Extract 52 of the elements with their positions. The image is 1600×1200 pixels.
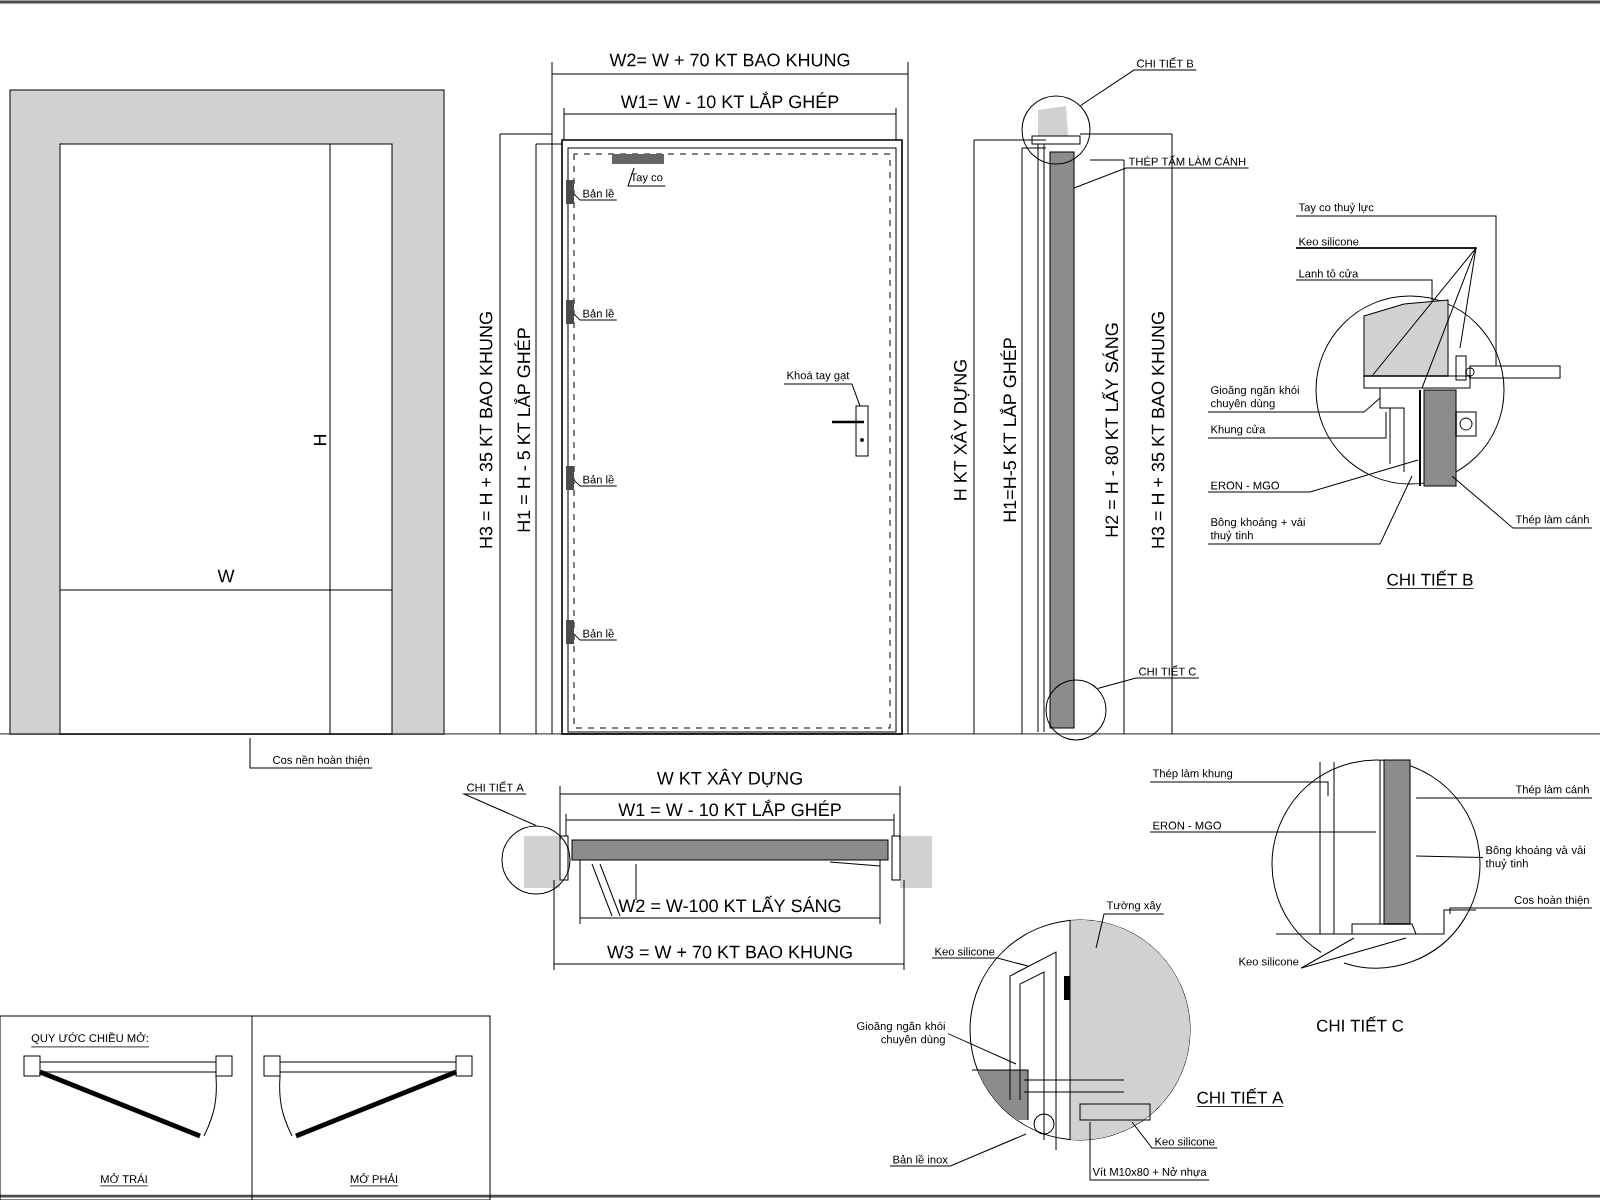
detail-title: CHI TIẾT C — [1317, 1016, 1404, 1032]
leader-line — [1207, 397, 1381, 413]
leader-line — [1095, 913, 1165, 949]
leader-line — [889, 1133, 1027, 1167]
leader-line — [1300, 937, 1407, 969]
leader-line — [1295, 247, 1477, 349]
detail-circle — [501, 825, 571, 895]
detail-title: CHI TIẾT A — [1196, 1088, 1284, 1107]
leader-line — [627, 167, 666, 187]
dimension-label: W1 = W - 10 KT LẮP GHÉP — [618, 799, 841, 817]
dimension-label: H3 = H + 35 KT BAO KHUNG — [1151, 312, 1165, 548]
leader-line — [1097, 677, 1200, 689]
leader-line — [1073, 167, 1250, 189]
dimension-label: H1=H-5 KT LẮP GHÉP — [999, 338, 1017, 522]
leader-line — [1079, 69, 1197, 107]
leader-line — [573, 479, 618, 487]
dimension-label: H — [313, 434, 327, 446]
dimension-label: W KT XÂY DỰNG — [656, 768, 802, 788]
leader-line — [1207, 459, 1419, 493]
dimension-label: W2 = W-100 KT LẤY SÁNG — [618, 895, 841, 913]
leader-line — [783, 383, 861, 407]
dimension-label: W2= W + 70 KT BAO KHUNG — [609, 53, 850, 67]
leader-line — [1207, 475, 1413, 545]
dimension-label: H1 = H - 5 KT LẮP GHÉP — [513, 328, 531, 532]
leader-line — [573, 633, 618, 641]
leader-line — [1415, 855, 1484, 859]
leader-line — [463, 793, 537, 826]
leader-line — [573, 193, 618, 201]
leader-line — [931, 957, 1029, 967]
leader-line — [1207, 411, 1387, 439]
leader-line — [947, 1033, 1017, 1065]
leader-line — [1295, 215, 1497, 367]
detail-circle — [1021, 95, 1091, 165]
dimension-label: W3 = W + 70 KT BAO KHUNG — [607, 945, 852, 959]
leader-line — [1415, 797, 1593, 799]
leader-line — [249, 737, 373, 769]
leader-line — [1131, 1121, 1218, 1149]
dimension-label: W1= W - 10 KT LẮP GHÉP — [620, 91, 839, 109]
detail-title: CHI TIẾT B — [1386, 570, 1474, 589]
leader-line — [1149, 831, 1377, 833]
leader-line — [1300, 937, 1355, 969]
dimension-label: W — [217, 569, 235, 583]
leader-line — [1149, 781, 1329, 797]
leader-line — [1449, 907, 1593, 915]
dimension-label: H2 = H - 80 KT LẤY SÁNG — [1101, 323, 1119, 537]
leader-line — [1089, 1121, 1210, 1181]
leader-line — [1295, 279, 1433, 303]
leader-line — [1451, 475, 1593, 529]
dimension-label: H3 = H + 35 KT BAO KHUNG — [479, 312, 493, 548]
leader-line — [573, 313, 618, 321]
dimension-label: H KT XÂY DỰNG — [950, 360, 970, 500]
detail-circle — [1045, 679, 1107, 741]
